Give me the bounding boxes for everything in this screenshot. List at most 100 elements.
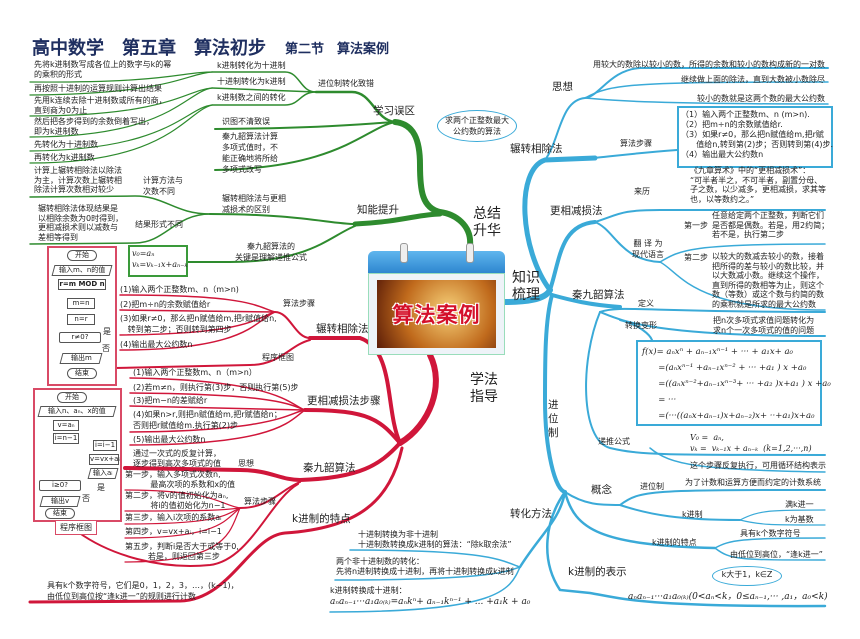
- node-sub-steps[interactable]: 更相减损法步骤: [307, 395, 381, 407]
- center-title: 算法案例: [392, 303, 481, 327]
- flow-end: 结束: [67, 368, 97, 379]
- recurrence-text: V₀ = aₙ, vₖ = vₖ₋₁x + aₙ₋ₖ (k=1,2,···,n): [690, 433, 812, 453]
- text-k-to-dec-2: 再按照十进制的运算规则计算出结果: [34, 84, 162, 93]
- euclid-bubble: 求两个正整数最大 公约数的算法: [437, 110, 517, 142]
- node-qin-steps[interactable]: 算法步骤: [244, 497, 276, 506]
- flow-start: 开始: [67, 250, 97, 261]
- node-base-system[interactable]: 进位制: [640, 482, 664, 491]
- node-kbase-feature[interactable]: k进制的特点: [292, 513, 351, 525]
- convert-2: 两个非十进制数的转化： 先将n进制转换成十进制，再将十进制转换成k进制: [336, 557, 514, 576]
- flow-input: 输入m、n的值: [51, 265, 113, 276]
- text-k-to-k-1: 先转化为十进制数: [34, 140, 98, 149]
- recurrence-box: v₀=aₙ vₖ=vₖ₋₁x+aₙ₋ₖ: [128, 245, 188, 277]
- node-difference[interactable]: 辗转相除法与更相 减损术的区别: [222, 194, 286, 214]
- flow-start: 开始: [57, 392, 87, 403]
- node-recurrence[interactable]: 递推公式: [598, 437, 630, 446]
- qin-step-3: 第三步，输入i次项的系数aᵢ: [125, 513, 222, 522]
- euclid-step-4: (4)输出最大公约数n: [120, 340, 193, 349]
- node-qin-idea[interactable]: 思想: [238, 459, 254, 468]
- idea-3: 较小的数就是这两个数的最大公约数: [697, 94, 825, 103]
- calendar-ring-icon: [400, 243, 408, 263]
- node-transform[interactable]: 转换变形: [625, 321, 657, 330]
- flow-init-v: v=aₙ: [53, 420, 79, 431]
- node-flowchart-2[interactable]: 程序框图: [55, 520, 97, 535]
- calendar-ring-icon: [466, 243, 474, 263]
- euclid-step-2: (2)把m÷n的余数赋值给r: [120, 300, 211, 309]
- node-guide[interactable]: 学法 指导: [470, 372, 498, 405]
- flow-output: 输出m: [59, 353, 103, 364]
- qin-step-1: 第一步，输入多项式次数n, 最高次项的系数和x的值: [125, 470, 236, 489]
- flow-input-ai: 输入aᵢ: [87, 468, 119, 479]
- base-system-text: 为了计数和运算方便而约定的计数系统: [685, 478, 821, 487]
- origin-text: 《九章算术》中的“更相减损术”： “可半者半之，不可半者，副置分母、 子之数，以…: [690, 166, 826, 204]
- node-qin-guide[interactable]: 秦九韶算法: [303, 462, 356, 474]
- sub-step-3: (3)把m−n的差赋给r: [133, 396, 208, 405]
- node-origin[interactable]: 来历: [634, 187, 650, 196]
- node-definition[interactable]: 定义: [638, 299, 654, 308]
- node-euclid[interactable]: 辗转相除法: [510, 143, 563, 155]
- euclid-step-1: (1)输入两个正整数m、n（m>n): [120, 285, 239, 294]
- node-kfeature[interactable]: k进制的特点: [652, 538, 697, 547]
- repr-formula: aₙaₙ₋₁···a₁a₀₍ₖ₎(0<aₙ<k，0≤aₙ₋₁,··· ,a₁，a…: [628, 592, 828, 602]
- blue-branches: [329, 67, 829, 613]
- node-result-diff[interactable]: 结果形式不同: [135, 220, 183, 229]
- step2-text: 以较大的数减去较小的数，接着 把所得的差与较小的数比较，并 以大数减小数。继续这…: [712, 252, 824, 309]
- flowchart-qin: 开始 输入n、aₙ、x的值 v=aₙ i=n−1 i=i−1 v=vx+aᵢ 输…: [33, 388, 122, 522]
- branch-knowledge-trunk: [502, 287, 553, 305]
- node-idea[interactable]: 思想: [552, 81, 573, 93]
- calendar-header: [368, 251, 505, 273]
- node-dec-to-k[interactable]: 十进制转化为k进制: [217, 77, 286, 86]
- kfeature-2: 由低位到高位，“逢k进一”: [730, 550, 823, 559]
- node-summary[interactable]: 总结 升华: [473, 206, 501, 239]
- node-knowledge[interactable]: 知识 梳理: [512, 270, 540, 303]
- kbase-1: 满k进一: [785, 500, 814, 509]
- node-k-to-k[interactable]: k进制数之间的转化: [217, 93, 286, 102]
- idea-1: 用较大的数除以较小的数，所得的余数和较小的数构成新的一对数: [593, 60, 825, 69]
- node-calc-diff[interactable]: 计算方法与 次数不同: [143, 176, 183, 196]
- node-base[interactable]: 进 位 制: [548, 399, 559, 439]
- idea-2: 继续做上面的除法，直到大数被小数除尽: [681, 75, 825, 84]
- sub-step-2: (2)若m≠n，则执行第(3)步，否则执行第(5)步: [133, 383, 299, 392]
- formula-box: f(x)= aₙxⁿ + aₙ₋₁xⁿ⁻¹ + ··· + a₁x+ a₀ =(…: [636, 340, 831, 426]
- node-euclid-steps[interactable]: 算法步骤: [283, 299, 315, 308]
- node-steps[interactable]: 算法步骤: [620, 139, 652, 148]
- step1-label: 第一步: [684, 221, 708, 230]
- qin-step-4: 第四步，v=vx+aᵢ，i=i−1: [125, 527, 222, 536]
- text-dec-to-k-2: 然后把各步得到的余数倒着写出， 即为k进制数: [34, 117, 154, 136]
- flow-assign-n: n=r: [67, 314, 95, 325]
- qin-step-2: 第二步，将v的值初始化为aₙ, 将i的值初始化为n−1: [125, 491, 229, 510]
- node-flowchart[interactable]: 程序框图: [262, 353, 294, 362]
- node-convert[interactable]: 转化方法: [510, 508, 552, 520]
- node-qin[interactable]: 秦九韶算法: [572, 289, 625, 301]
- flow-end: 结束: [45, 508, 75, 519]
- flow-update-i: i=i−1: [93, 440, 117, 451]
- transform-text: 把n次多项式求值问题转化为 求n个一次多项式的值的问题: [713, 316, 815, 335]
- node-qin-error[interactable]: 秦九韶算法计算 多项式值时，不 能正确地将所给 多项式改写: [222, 132, 278, 174]
- kfeature-1: 具有k个数字符号: [740, 529, 801, 538]
- recurrence-loop: 这个步骤反复执行，可用循环结构表示: [690, 461, 826, 470]
- node-modern[interactable]: 翻 译 为 现代语言: [632, 239, 664, 259]
- flow-yes: 是: [97, 483, 105, 492]
- branch-summary-trunk: [392, 119, 474, 249]
- node-sub[interactable]: 更相减损法: [550, 205, 603, 217]
- node-k-to-dec[interactable]: k进制转化为十进制: [217, 61, 286, 70]
- flow-condition: i≥0?: [39, 480, 81, 491]
- flow-update-v: v=vx+aᵢ: [89, 454, 120, 465]
- kbase-2: k为基数: [785, 515, 814, 524]
- page-title: 高中数学 第五章 算法初步: [32, 38, 266, 59]
- node-misread[interactable]: 识图不清致误: [222, 117, 270, 126]
- flow-assign-m: m=n: [67, 298, 95, 309]
- repr-bubble: k大于1，k∈Z: [712, 566, 782, 586]
- node-guide-euclid[interactable]: 辗转相除法: [316, 323, 369, 335]
- node-kbase[interactable]: k进制: [682, 510, 703, 519]
- convert-3-formula: aₙaₙ₋₁···a₁a₀₍ₖ₎=aₙkⁿ+ aₙ₋₁kⁿ⁻¹ + ... +a…: [330, 597, 531, 607]
- branch-guide-trunk: [397, 352, 439, 446]
- node-mistakes[interactable]: 学习误区: [373, 105, 415, 117]
- steps-box: （1）输入两个正整数m、n (m>n). （2）把m÷n的余数赋值给r. （3）…: [677, 106, 833, 168]
- node-base-error[interactable]: 进位制转化致错: [318, 79, 374, 88]
- node-ability[interactable]: 知能提升: [357, 204, 399, 216]
- node-repr[interactable]: k进制的表示: [568, 566, 627, 578]
- node-concept[interactable]: 概念: [591, 484, 612, 496]
- node-qin-key[interactable]: 秦九韶算法的 关键是理解递推公式: [235, 242, 307, 262]
- page-subtitle: 第二节 算法案例: [285, 42, 390, 57]
